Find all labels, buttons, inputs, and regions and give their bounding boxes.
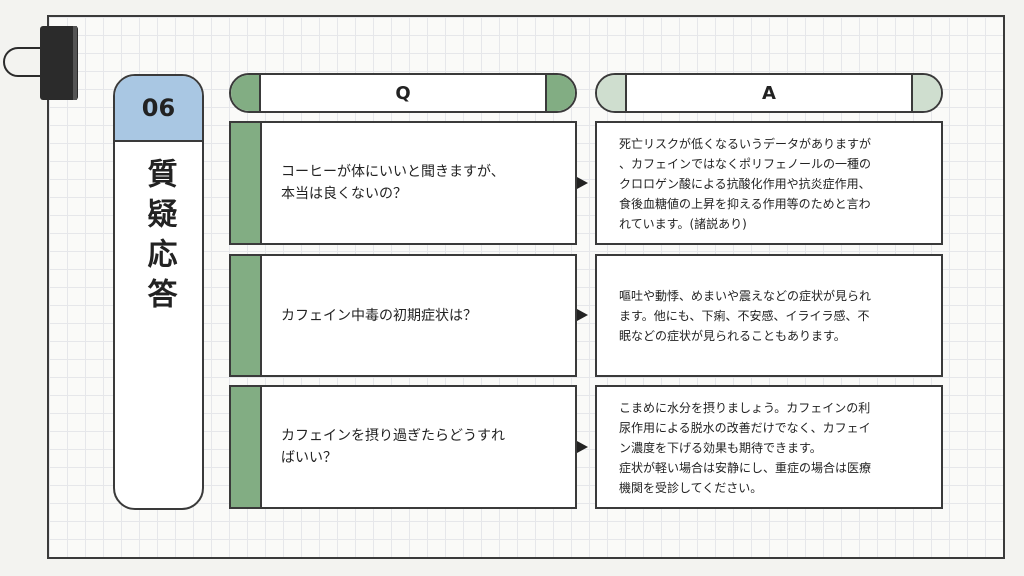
- arrow-icon: [577, 177, 588, 189]
- answer-header: A: [595, 73, 943, 113]
- binder-clip-icon: [0, 22, 90, 102]
- question-card-3: カフェインを摂り過ぎたらどうすれ ばいい？: [229, 385, 577, 509]
- question-text-3: カフェインを摂り過ぎたらどうすれ ばいい？: [281, 428, 505, 466]
- section-title: 質疑応答: [141, 158, 177, 318]
- question-text-2: カフェイン中毒の初期症状は？: [281, 307, 477, 324]
- answer-header-label: A: [762, 82, 776, 104]
- answer-card-3: こまめに水分を摂りましょう。カフェインの利 尿作用による脱水の改善だけでなく、カ…: [595, 385, 943, 509]
- answer-text-1: 死亡リスクが低くなるいうデータがありますが 、カフェインではなくポリフェノールの…: [619, 137, 872, 231]
- section-number: 06: [115, 76, 202, 142]
- section-tab: 06 質疑応答: [113, 74, 204, 510]
- answer-card-1: 死亡リスクが低くなるいうデータがありますが 、カフェインではなくポリフェノールの…: [595, 121, 943, 245]
- question-card-2: カフェイン中毒の初期症状は？: [229, 254, 577, 377]
- question-text-1: コーヒーが体にいいと聞きますが、 本当は良くないの？: [281, 164, 505, 202]
- answer-card-2: 嘔吐や動悸、めまいや震えなどの症状が見られ ます。他にも、下痢、不安感、イライラ…: [595, 254, 943, 377]
- question-card-1: コーヒーが体にいいと聞きますが、 本当は良くないの？: [229, 121, 577, 245]
- answer-text-3: こまめに水分を摂りましょう。カフェインの利 尿作用による脱水の改善だけでなく、カ…: [619, 401, 872, 495]
- question-header-label: Q: [395, 82, 411, 104]
- arrow-icon: [577, 441, 588, 453]
- question-header: Q: [229, 73, 577, 113]
- arrow-icon: [577, 309, 588, 321]
- answer-text-2: 嘔吐や動悸、めまいや震えなどの症状が見られ ます。他にも、下痢、不安感、イライラ…: [619, 289, 872, 343]
